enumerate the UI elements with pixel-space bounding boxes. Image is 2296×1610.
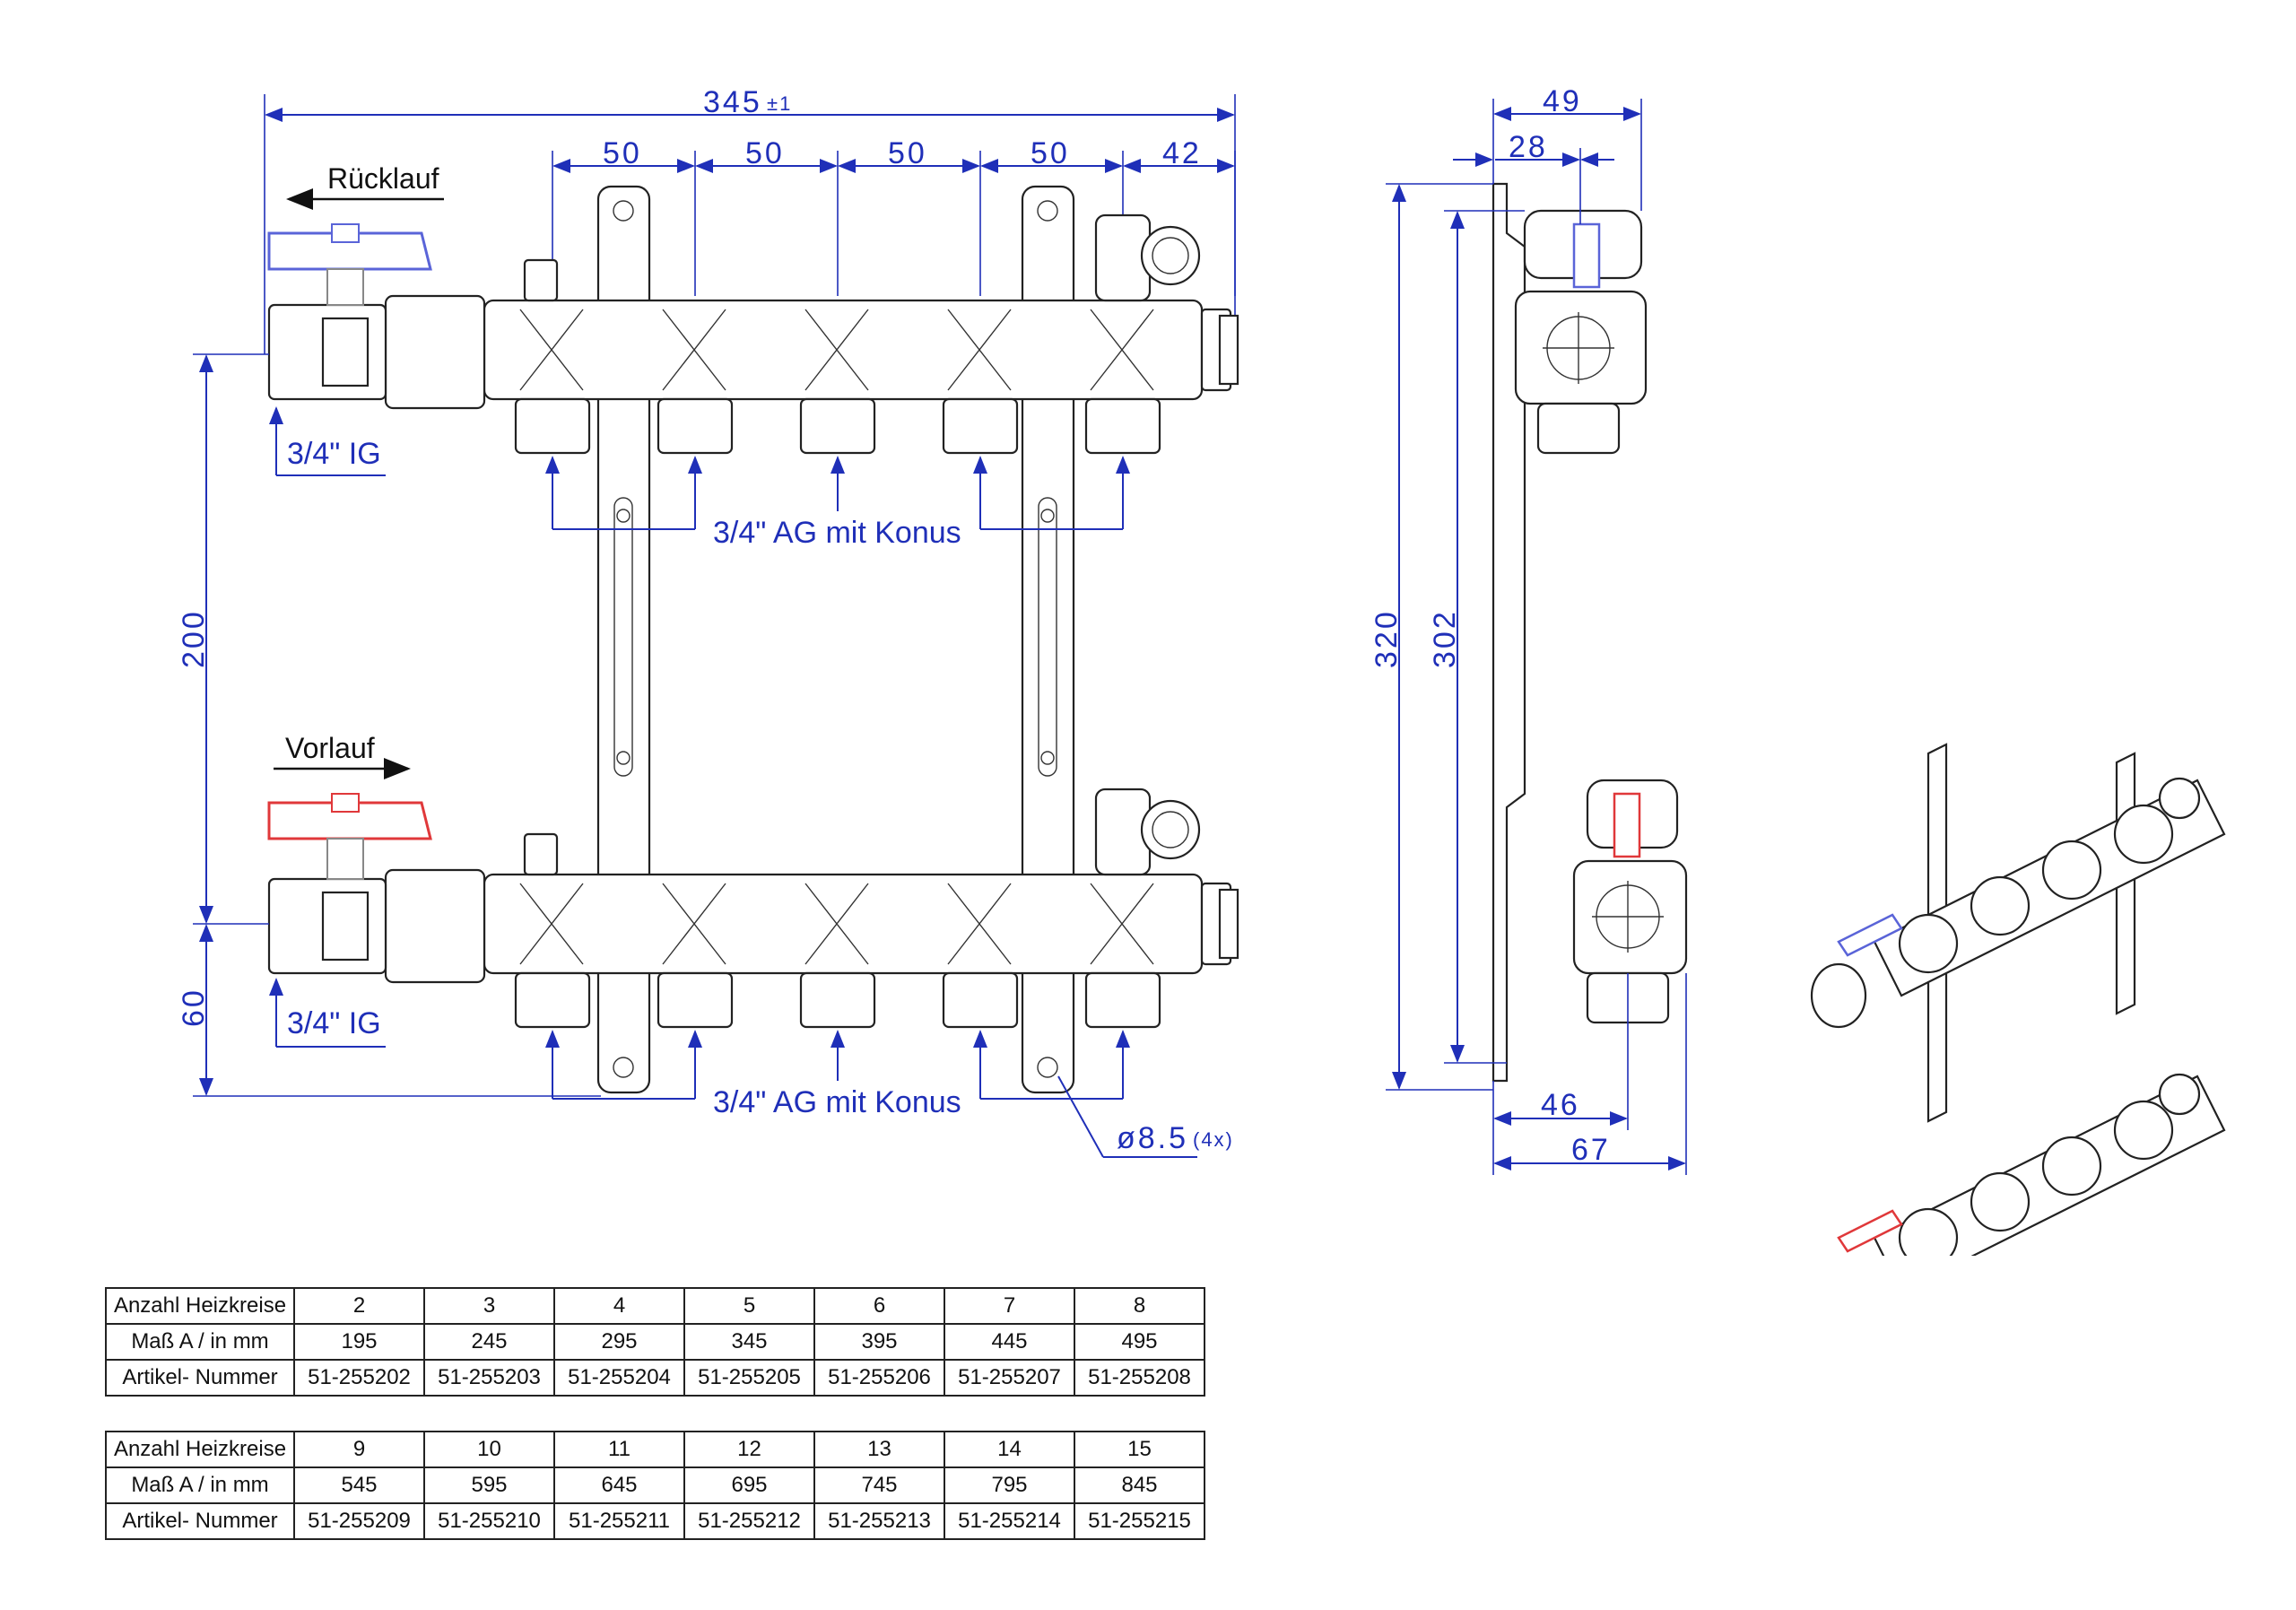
side-dim-width-bottom-inner: 46: [1541, 1088, 1580, 1122]
table-cell: 495: [1074, 1323, 1205, 1361]
outlet-row-bottom: [514, 971, 1161, 1029]
table-cell: 6: [813, 1287, 945, 1325]
table-cell: 51-255206: [813, 1359, 945, 1397]
dim-height-main: 200: [177, 609, 211, 668]
return-manifold: [267, 213, 1239, 455]
row-label: Maß A / in mm: [105, 1323, 295, 1361]
table-cell: 51-255215: [1074, 1502, 1205, 1540]
table-cell: 3: [423, 1287, 555, 1325]
table-cell: 51-255211: [553, 1502, 685, 1540]
table-cell: 195: [293, 1323, 425, 1361]
table-cell: 745: [813, 1466, 945, 1504]
table-cell: 13: [813, 1431, 945, 1468]
table-cell: 845: [1074, 1466, 1205, 1504]
side-dim-width-top-outer: 49: [1543, 84, 1582, 118]
dim-overall-tol-text: ±1: [767, 92, 792, 115]
table-cell: 51-255202: [293, 1359, 425, 1397]
technical-drawing: 345 ±1 50 50 50 50 42: [177, 84, 2226, 1256]
dimension-overall-width: 345 ±1: [264, 85, 1236, 354]
dimension-height-left: 200 60: [177, 353, 601, 1097]
inlet-thread-callouts: 3/4" IG 3/4" IG: [269, 406, 386, 1048]
table-cell: 51-255203: [423, 1359, 555, 1397]
outlet-row-top: [514, 397, 1161, 455]
row-label: Maß A / in mm: [105, 1466, 295, 1504]
table-cell: 12: [683, 1431, 815, 1468]
table-cell: 51-255205: [683, 1359, 815, 1397]
table-cell: 245: [423, 1323, 555, 1361]
row-label: Artikel- Nummer: [105, 1359, 295, 1397]
table-cell: 7: [944, 1287, 1075, 1325]
table-cell: 2: [293, 1287, 425, 1325]
table-cell: 795: [944, 1466, 1075, 1504]
valve-marks-top: [519, 309, 1154, 391]
table-cell: 395: [813, 1323, 945, 1361]
side-view: 49 28 320 302 46 67: [1370, 84, 1688, 1175]
table-cell: 4: [553, 1287, 685, 1325]
table-cell: 51-255207: [944, 1359, 1075, 1397]
dim-spacing-5: 42: [1162, 136, 1202, 170]
hole-count: (4x): [1193, 1128, 1234, 1151]
hole-label: ø8.5: [1117, 1121, 1188, 1155]
table-row: Maß A / in mm 545 595 645 695 745 795 84…: [105, 1466, 1205, 1504]
dim-overall-width-text: 345: [703, 85, 762, 119]
table-cell: 51-255208: [1074, 1359, 1205, 1397]
dim-spacing-1: 50: [603, 136, 642, 170]
side-dimensions: 49 28 320 302 46 67: [1370, 84, 1687, 1175]
table-cell: 51-255212: [683, 1502, 815, 1540]
table-cell: 51-255213: [813, 1502, 945, 1540]
row-label: Anzahl Heizkreise: [105, 1287, 295, 1325]
table-cell: 295: [553, 1323, 685, 1361]
table-row: Anzahl Heizkreise 9 10 11 12 13 14 15: [105, 1431, 1205, 1468]
outlet-label-bottom: 3/4" AG mit Konus: [713, 1085, 961, 1119]
mounting-bracket-left: [596, 185, 651, 1094]
table-row: Anzahl Heizkreise 2 3 4 5 6 7 8: [105, 1287, 1205, 1325]
table-row: Maß A / in mm 195 245 295 345 395 445 49…: [105, 1323, 1205, 1361]
table-cell: 595: [423, 1466, 555, 1504]
dim-spacing-3: 50: [888, 136, 927, 170]
outlet-callout-top: 3/4" AG mit Konus: [545, 456, 1130, 550]
article-table-1: Anzahl Heizkreise 2 3 4 5 6 7 8 Maß A / …: [105, 1287, 1205, 1397]
valve-marks-bottom: [519, 883, 1154, 965]
side-dim-width-top-inner: 28: [1509, 130, 1548, 164]
side-dim-width-bottom-outer: 67: [1571, 1133, 1611, 1167]
dim-spacing-2: 50: [745, 136, 785, 170]
side-dim-height-outer: 320: [1370, 609, 1404, 668]
table-cell: 645: [553, 1466, 685, 1504]
dim-height-bottom: 60: [177, 988, 211, 1027]
table-cell: 51-255204: [553, 1359, 685, 1397]
row-label: Anzahl Heizkreise: [105, 1431, 295, 1468]
table-cell: 345: [683, 1323, 815, 1361]
dim-spacing-4: 50: [1031, 136, 1070, 170]
isometric-view: [1810, 743, 2226, 1256]
table-cell: 9: [293, 1431, 425, 1468]
table-cell: 11: [553, 1431, 685, 1468]
table-cell: 15: [1074, 1431, 1205, 1468]
inlet-thread-top: 3/4" IG: [287, 437, 381, 471]
table-cell: 51-255209: [293, 1502, 425, 1540]
table-row: Artikel- Nummer 51-255209 51-255210 51-2…: [105, 1502, 1205, 1540]
table-cell: 695: [683, 1466, 815, 1504]
mounting-bracket-right: [1021, 185, 1075, 1094]
table-cell: 545: [293, 1466, 425, 1504]
table-cell: 8: [1074, 1287, 1205, 1325]
table-cell: 51-255214: [944, 1502, 1075, 1540]
inlet-thread-bottom: 3/4" IG: [287, 1006, 381, 1040]
row-label: Artikel- Nummer: [105, 1502, 295, 1540]
table-cell: 10: [423, 1431, 555, 1468]
outlet-callout-bottom: 3/4" AG mit Konus: [545, 1030, 1130, 1119]
table-cell: 5: [683, 1287, 815, 1325]
side-dim-height-inner: 302: [1428, 609, 1462, 668]
front-view: 345 ±1 50 50 50 50 42: [177, 85, 1239, 1158]
article-table-2: Anzahl Heizkreise 9 10 11 12 13 14 15 Ma…: [105, 1431, 1205, 1540]
table-row: Artikel- Nummer 51-255202 51-255203 51-2…: [105, 1359, 1205, 1397]
flow-label: Vorlauf: [285, 732, 375, 764]
table-cell: 14: [944, 1431, 1075, 1468]
table-cell: 51-255210: [423, 1502, 555, 1540]
hole-callout: ø8.5 (4x): [1057, 1075, 1234, 1158]
table-cell: 445: [944, 1323, 1075, 1361]
return-label: Rücklauf: [327, 162, 439, 195]
flow-manifold: [267, 788, 1239, 1029]
outlet-label-top: 3/4" AG mit Konus: [713, 516, 961, 550]
